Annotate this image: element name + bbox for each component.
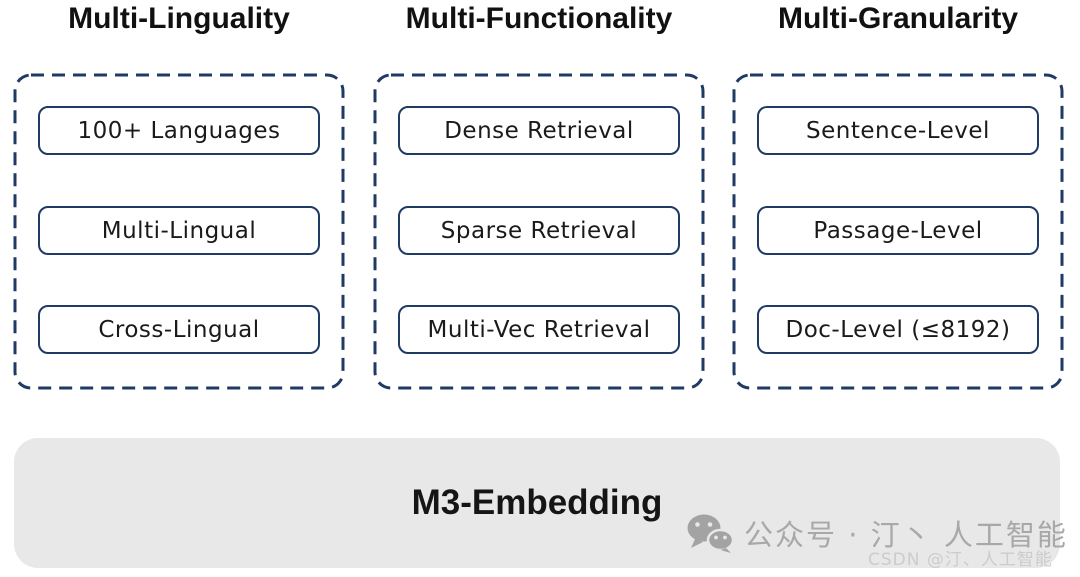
feature-label: Dense Retrieval bbox=[444, 117, 634, 144]
feature-box-sparse-retrieval: Sparse Retrieval bbox=[398, 206, 680, 255]
column-multi-linguality: Multi-Linguality 100+ Languages Multi-Li… bbox=[13, 0, 345, 400]
column-multi-functionality: Multi-Functionality Dense Retrieval Spar… bbox=[373, 0, 705, 400]
feature-label: Sparse Retrieval bbox=[440, 217, 638, 244]
watermark-text: 公众号 · 汀丶 人工智能 bbox=[744, 518, 1068, 552]
feature-label: Cross-Lingual bbox=[98, 316, 260, 343]
wechat-icon bbox=[687, 514, 734, 553]
feature-box-dense-retrieval: Dense Retrieval bbox=[398, 106, 680, 155]
column-title-multi-functionality: Multi-Functionality bbox=[405, 2, 673, 35]
feature-box-100-languages: 100+ Languages bbox=[38, 106, 320, 155]
feature-box-sentence-level: Sentence-Level bbox=[757, 106, 1039, 155]
feature-label: 100+ Languages bbox=[77, 117, 281, 144]
group-multi-functionality: Dense Retrieval Sparse Retrieval Multi-V… bbox=[373, 73, 705, 390]
feature-box-multi-vec-retrieval: Multi-Vec Retrieval bbox=[398, 305, 680, 354]
column-title-multi-linguality: Multi-Linguality bbox=[68, 2, 290, 35]
feature-box-doc-level: Doc-Level (≤8192) bbox=[757, 305, 1039, 354]
feature-label: Multi-Lingual bbox=[101, 217, 257, 244]
footer-title: M3-Embedding bbox=[411, 483, 663, 522]
column-title-multi-granularity: Multi-Granularity bbox=[777, 2, 1018, 35]
column-multi-granularity: Multi-Granularity Sentence-Level Passage… bbox=[732, 0, 1064, 400]
feature-label: Doc-Level (≤8192) bbox=[785, 316, 1011, 343]
csdn-watermark-text: CSDN @汀、人工智能 bbox=[868, 550, 1053, 570]
watermark: 公众号 · 汀丶 人工智能 bbox=[686, 512, 1068, 554]
feature-box-passage-level: Passage-Level bbox=[757, 206, 1039, 255]
dashed-border bbox=[732, 73, 1064, 390]
feature-label: Multi-Vec Retrieval bbox=[427, 316, 651, 343]
m3-embedding-banner: M3-Embedding bbox=[14, 438, 1060, 568]
feature-box-cross-lingual: Cross-Lingual bbox=[38, 305, 320, 354]
feature-label: Passage-Level bbox=[813, 217, 983, 244]
dashed-border bbox=[13, 73, 345, 390]
group-multi-linguality: 100+ Languages Multi-Lingual Cross-Lingu… bbox=[13, 73, 345, 390]
dashed-border bbox=[373, 73, 705, 390]
group-multi-granularity: Sentence-Level Passage-Level Doc-Level (… bbox=[732, 73, 1064, 390]
feature-box-multi-lingual: Multi-Lingual bbox=[38, 206, 320, 255]
feature-label: Sentence-Level bbox=[806, 117, 990, 144]
